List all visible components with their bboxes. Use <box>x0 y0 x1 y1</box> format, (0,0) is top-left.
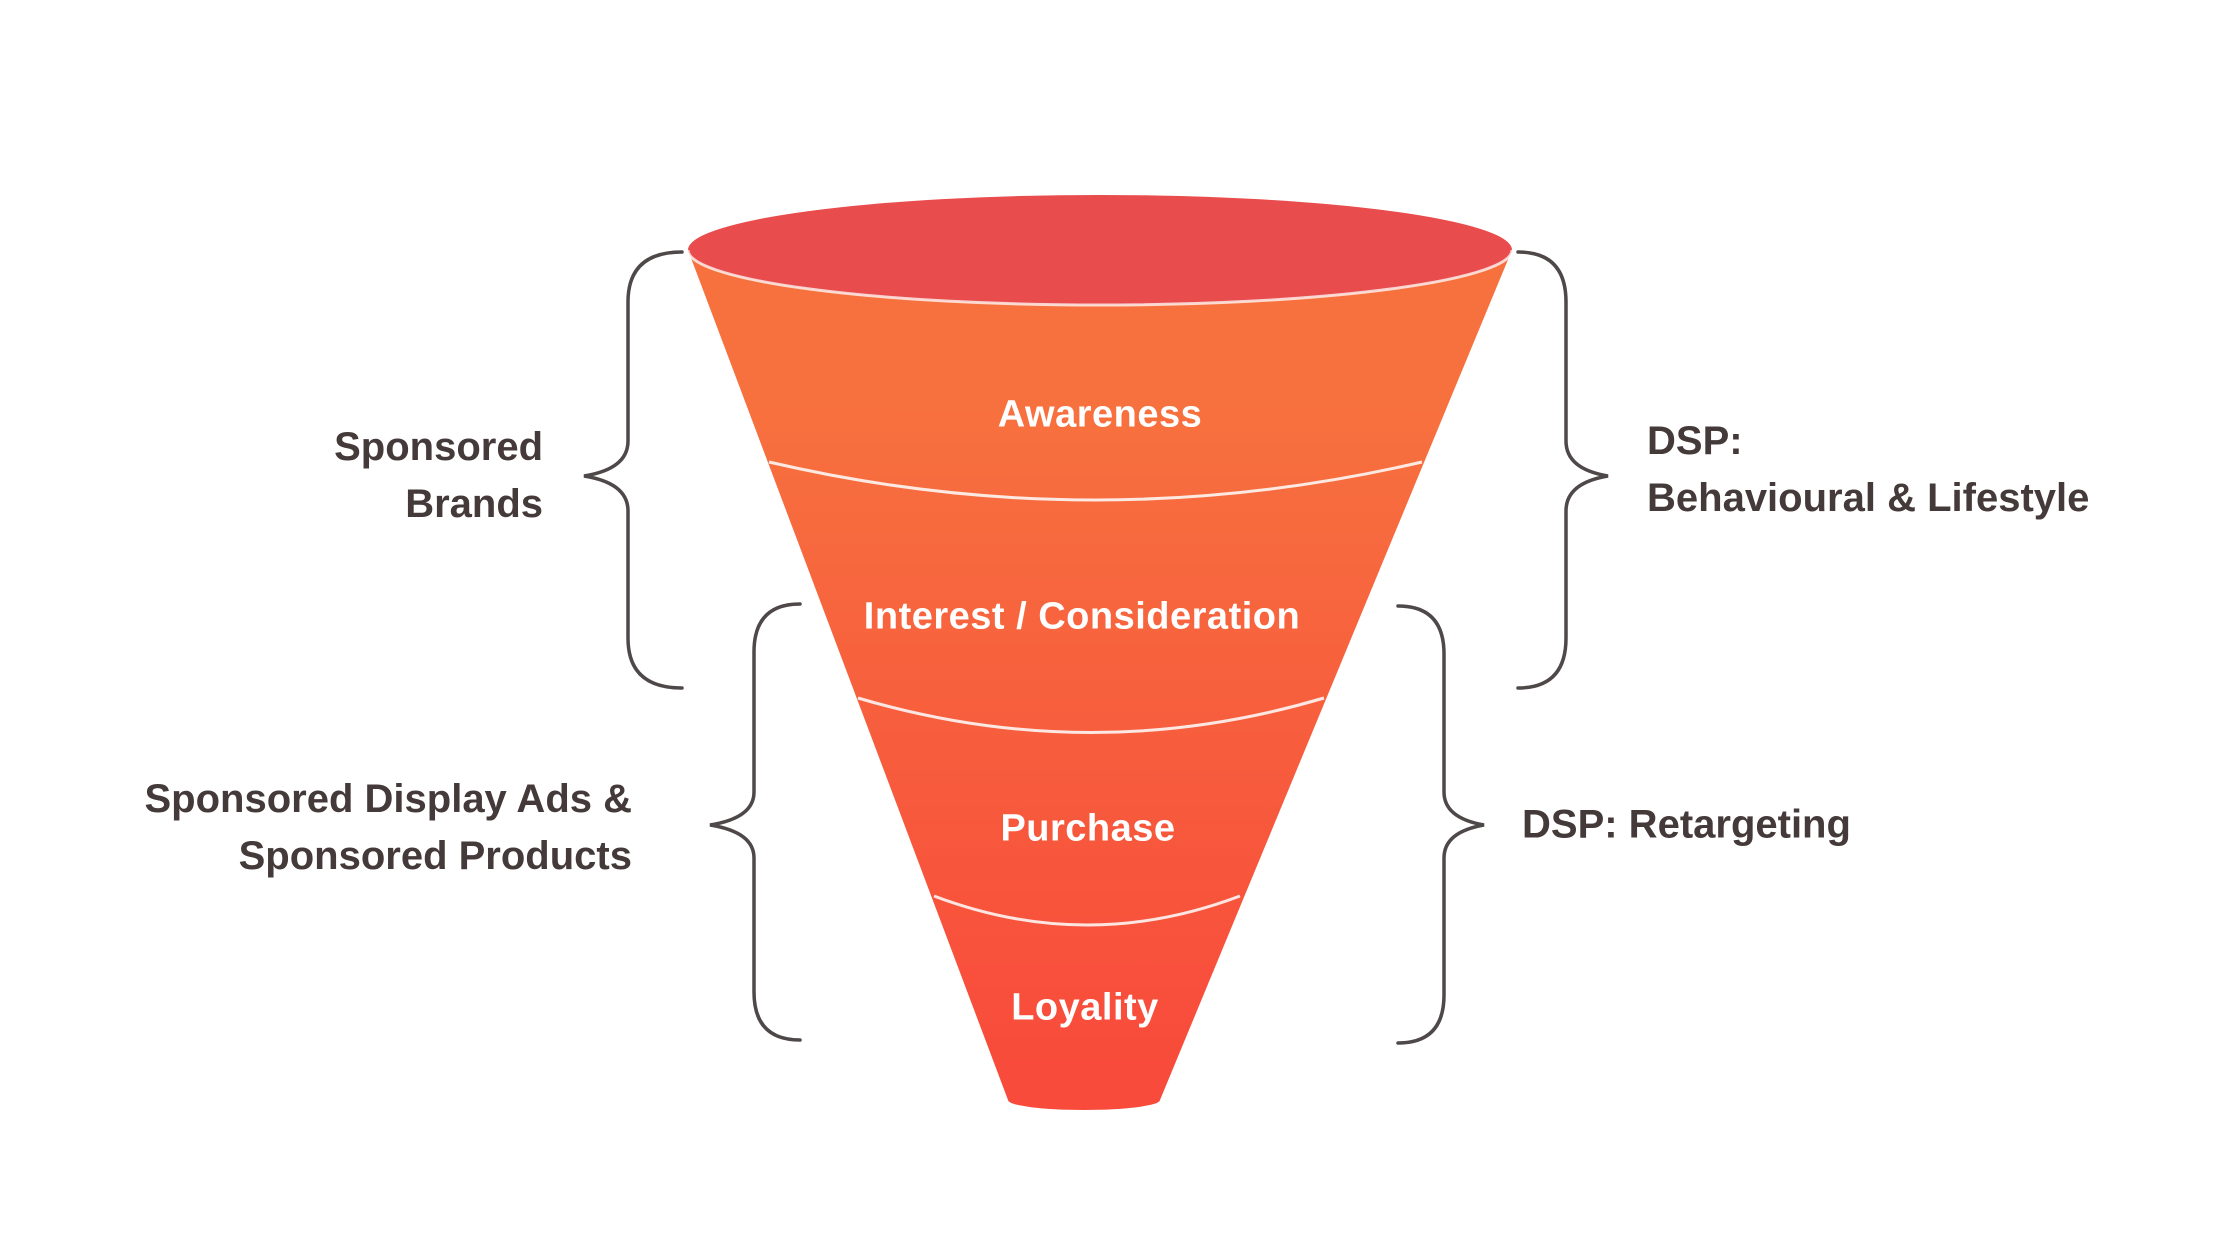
annotation-dsp-retargeting: DSP: Retargeting <box>1522 797 1851 854</box>
divider-line-interest <box>857 696 1325 734</box>
funnel-top-ellipse <box>688 195 1512 305</box>
bracket-left-sponsored-display <box>709 602 802 1042</box>
funnel-rim-highlight <box>686 249 1514 307</box>
divider-line-awareness <box>768 460 1423 502</box>
annotation-line: DSP: Retargeting <box>1522 802 1851 847</box>
annotation-line: Sponsored <box>334 425 543 469</box>
bracket-right-dsp-behavioural <box>1516 250 1609 690</box>
stage-label-awareness: Awareness <box>997 393 1203 436</box>
stage-label-purchase: Purchase <box>1000 807 1176 850</box>
bracket-right-dsp-retargeting <box>1396 604 1485 1045</box>
annotation-line: Sponsored Products <box>238 834 632 878</box>
bracket-left-sponsored-brands <box>583 250 684 690</box>
annotation-line: Sponsored Display Ads & <box>144 777 633 821</box>
annotation-dsp-behavioural: DSP: Behavioural & Lifestyle <box>1647 413 2089 527</box>
stage-label-interest-consideration: Interest / Consideration <box>863 595 1301 638</box>
stage-label-loyality: Loyality <box>1011 986 1159 1029</box>
annotation-sponsored-brands: Sponsored Brands <box>334 419 543 533</box>
annotation-line: DSP: <box>1647 419 1743 463</box>
annotation-line: Behavioural & Lifestyle <box>1647 476 2090 520</box>
divider-line-purchase <box>933 894 1241 927</box>
funnel-body <box>688 250 1512 1110</box>
annotation-line: Brands <box>405 482 543 526</box>
annotation-sponsored-display: Sponsored Display Ads & Sponsored Produc… <box>145 771 633 885</box>
